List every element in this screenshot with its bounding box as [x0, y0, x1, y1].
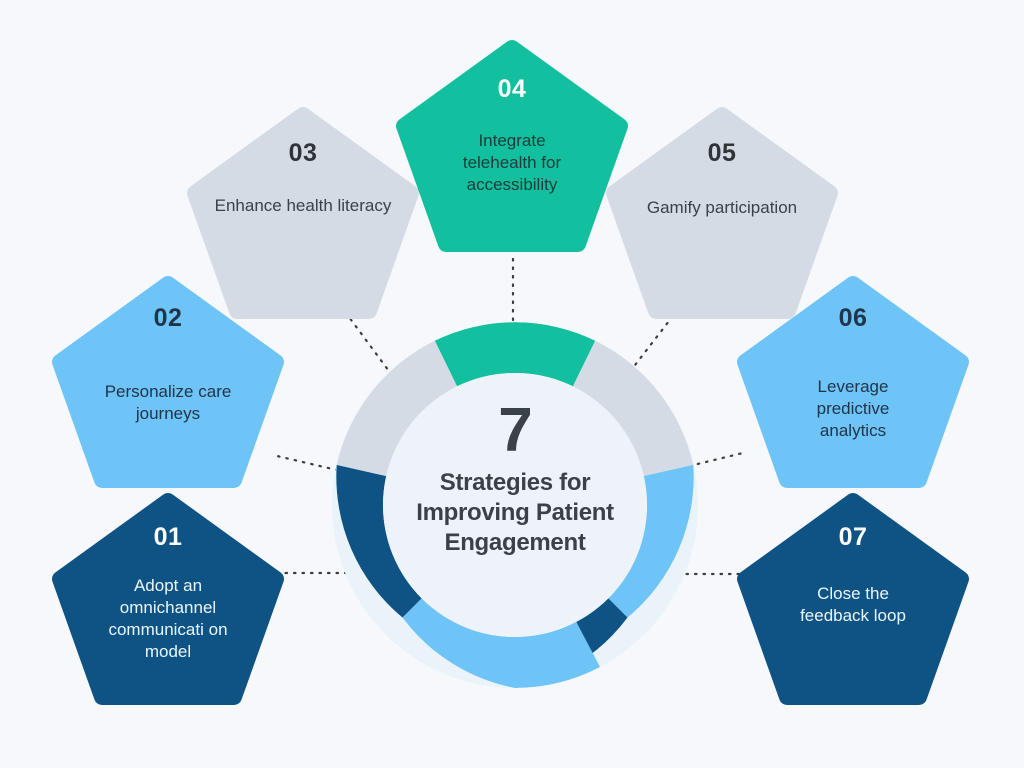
node-label-01: Adopt an omnichannel communicati on mode… [108, 576, 228, 661]
pentagon-shape-02 [52, 276, 284, 488]
strategy-node-03[interactable]: 03 Enhance health literacy [183, 107, 423, 319]
node-label-04: Integrate telehealth for accessibility [462, 131, 562, 194]
pentagon-shape-05 [606, 107, 838, 319]
node-label-05: Gamify participation [646, 198, 798, 217]
pentagon-shape-03 [187, 107, 419, 319]
pentagon-shape-07 [737, 493, 969, 705]
node-number-04: 04 [497, 75, 527, 103]
node-label-07: Close the feedback loop [800, 584, 906, 625]
strategy-node-05[interactable]: 05 Gamify participation [602, 107, 842, 319]
strategy-node-04[interactable]: 04 Integrate telehealth for accessibilit… [392, 40, 632, 252]
strategy-node-02[interactable]: 02 Personalize care journeys [48, 276, 288, 488]
pentagon-shape-01 [52, 493, 284, 705]
connector-line-05 [623, 310, 678, 380]
pentagon-shape-04 [396, 40, 628, 252]
donut-inner-disc [383, 373, 647, 637]
node-number-06: 06 [838, 304, 868, 332]
strategy-node-01[interactable]: 01 Adopt an omnichannel communicati on m… [48, 493, 288, 705]
node-label-06: Leverage predictive analytics [816, 377, 890, 440]
node-number-05: 05 [707, 139, 737, 167]
donut-center-label: 7 Strategies for Improving Patient Engag… [392, 400, 638, 558]
pentagon-shape-06 [737, 276, 969, 488]
donut-chart [332, 322, 698, 688]
strategy-node-06[interactable]: 06 Leverage predictive analytics [733, 276, 973, 488]
node-number-03: 03 [288, 139, 318, 167]
node-number-01: 01 [153, 523, 183, 551]
node-number-02: 02 [153, 304, 183, 332]
node-label-03: Enhance health literacy [214, 196, 392, 215]
connector-line-03 [344, 311, 399, 384]
strategy-node-07[interactable]: 07 Close the feedback loop [733, 493, 973, 705]
center-number: 7 [498, 396, 532, 465]
center-title: Strategies for Improving Patient Engagem… [416, 469, 614, 556]
node-number-07: 07 [838, 523, 868, 551]
node-label-02: Personalize care journeys [104, 382, 232, 423]
